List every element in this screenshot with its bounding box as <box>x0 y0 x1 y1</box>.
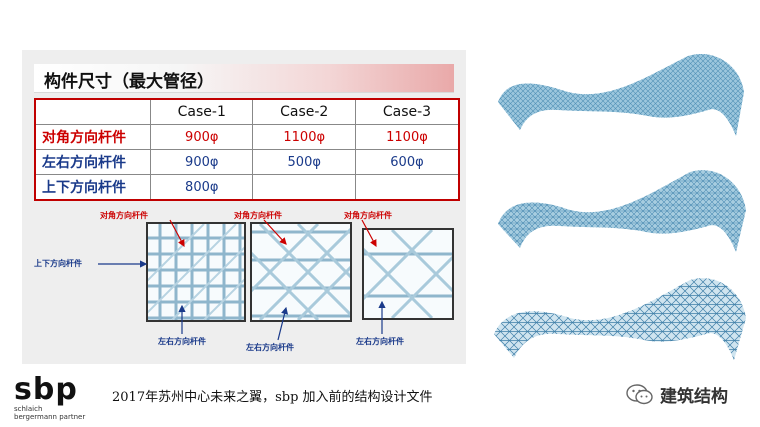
label-horizontal-2: 左右方向杆件 <box>246 343 294 352</box>
roof-render-1 <box>498 53 744 136</box>
table-cell: 900φ <box>149 149 254 175</box>
label-horizontal-3: 左右方向杆件 <box>356 337 404 346</box>
logo-line-1: schlaich <box>14 405 43 413</box>
table-header-cell <box>34 98 151 125</box>
label-diagonal-1: 对角方向杆件 <box>100 211 148 220</box>
caption-text: 2017年苏州中心未来之翼，sbp 加入前的结构设计文件 <box>112 390 433 405</box>
logo-line-2: bergermann partner <box>14 413 86 421</box>
wechat-watermark: 建筑结构 <box>626 382 728 407</box>
table-cell: 600φ <box>354 149 460 175</box>
table-cell: 800φ <box>149 174 254 201</box>
table-cell: 1100φ <box>354 124 460 150</box>
label-horizontal-1: 左右方向杆件 <box>158 337 206 346</box>
row-label-diagonal: 对角方向杆件 <box>34 124 151 150</box>
row-label-vertical: 上下方向杆件 <box>34 174 151 201</box>
table-cell <box>354 174 460 201</box>
table-cell <box>252 174 356 201</box>
label-vertical: 上下方向杆件 <box>34 259 82 268</box>
row-label-horizontal: 左右方向杆件 <box>34 149 151 175</box>
roof-render-3 <box>494 278 746 360</box>
logo-mark: sbp <box>14 372 78 407</box>
table-header-cell: Case-1 <box>149 98 254 125</box>
table-header-cell: Case-3 <box>354 98 460 125</box>
member-size-table: Case-1 Case-2 Case-3 对角方向杆件 900φ 1100φ 1… <box>34 98 460 201</box>
slide-panel: 构件尺寸（最大管径） Case-1 Case-2 Case-3 对角方向杆件 9… <box>22 50 466 364</box>
grid-diagram-case-3 <box>362 228 454 320</box>
grid-diagram-case-1 <box>146 222 246 322</box>
wechat-account-name: 建筑结构 <box>660 387 728 407</box>
label-diagonal-2: 对角方向杆件 <box>234 211 282 220</box>
slide-title-bar: 构件尺寸（最大管径） <box>34 64 454 93</box>
table-row: 上下方向杆件 800φ <box>34 174 460 201</box>
table-header-row: Case-1 Case-2 Case-3 <box>34 98 460 125</box>
sbp-logo: sbp schlaich bergermann partner <box>14 372 86 422</box>
table-cell: 500φ <box>252 149 356 175</box>
table-cell: 900φ <box>149 124 254 150</box>
grid-diagram-case-2 <box>250 222 352 322</box>
table-cell: 1100φ <box>252 124 356 150</box>
table-header-cell: Case-2 <box>252 98 356 125</box>
table-row: 左右方向杆件 900φ 500φ 600φ <box>34 149 460 175</box>
table-row: 对角方向杆件 900φ 1100φ 1100φ <box>34 124 460 150</box>
slide-title: 构件尺寸（最大管径） <box>44 72 214 92</box>
label-diagonal-3: 对角方向杆件 <box>344 211 392 220</box>
wechat-icon <box>626 383 653 404</box>
roof-render-2 <box>498 170 746 252</box>
